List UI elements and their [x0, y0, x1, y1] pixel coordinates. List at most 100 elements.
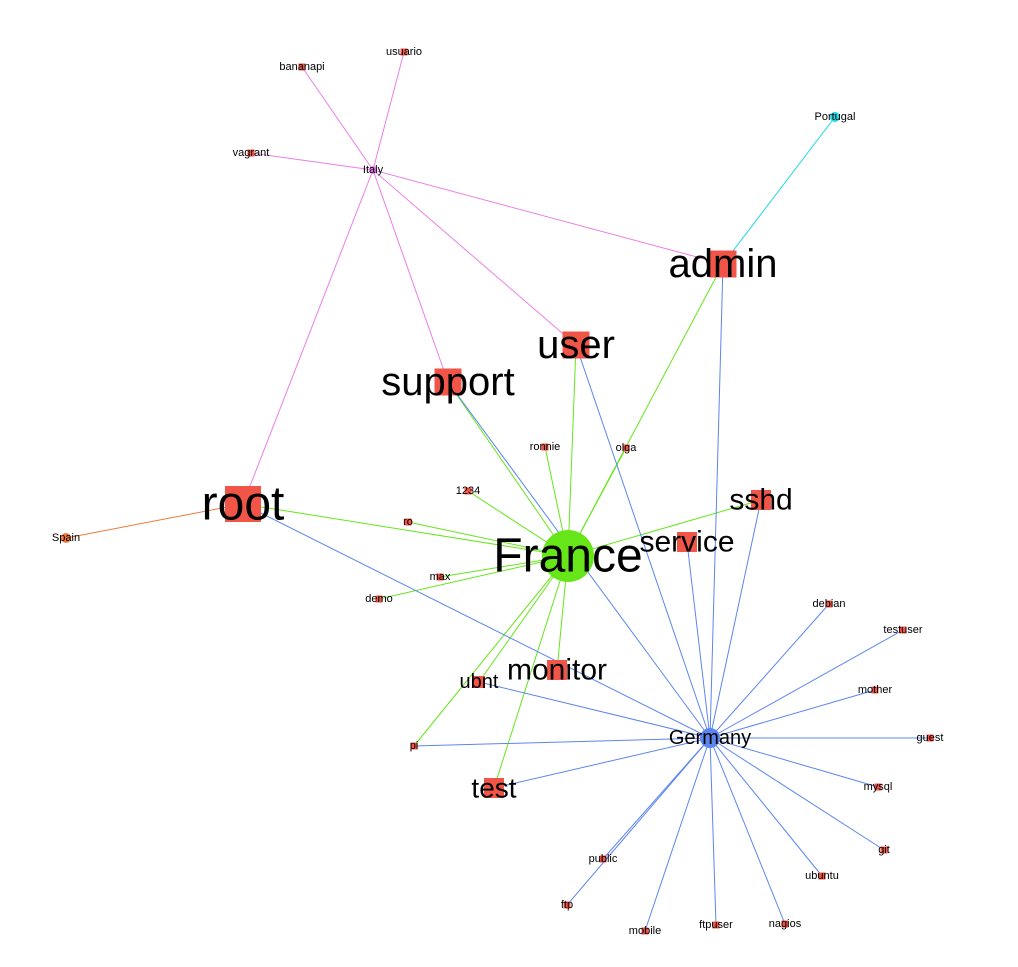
- username-node-support[interactable]: [434, 368, 462, 396]
- edge-germany-mysql: [709, 737, 879, 788]
- username-node-1234[interactable]: [464, 487, 472, 495]
- username-label-ftp: ftp: [561, 899, 573, 911]
- country-node-spain[interactable]: [61, 533, 71, 543]
- username-label-mysql: mysql: [864, 781, 893, 793]
- username-label-ubuntu: ubuntu: [805, 870, 839, 882]
- edge-italy-vagrant: [250, 152, 374, 171]
- username-node-root[interactable]: [225, 486, 261, 522]
- edge-germany-nagios: [709, 737, 786, 925]
- username-label-service: service: [639, 526, 734, 559]
- edge-france-sshd: [567, 499, 762, 557]
- username-node-admin[interactable]: [709, 250, 737, 278]
- edge-france-test: [493, 555, 569, 789]
- country-label-germany: Germany: [669, 727, 751, 749]
- country-node-italy[interactable]: [369, 166, 377, 174]
- username-node-bananapi[interactable]: [298, 63, 306, 71]
- username-label-ubnt: ubnt: [460, 671, 499, 693]
- username-label-debian: debian: [812, 598, 845, 610]
- username-node-guest[interactable]: [926, 734, 934, 742]
- username-label-user: user: [537, 323, 615, 367]
- username-node-pi[interactable]: [410, 742, 418, 750]
- username-label-1234: 1234: [456, 485, 480, 497]
- username-label-mobile: mobile: [629, 925, 661, 937]
- username-label-ronnie: ronnie: [530, 441, 561, 453]
- username-node-user[interactable]: [562, 331, 590, 359]
- edge-italy-bananapi: [301, 66, 374, 171]
- username-node-ro[interactable]: [404, 518, 412, 526]
- edge-germany-ubuntu: [709, 737, 823, 877]
- edge-italy-user: [372, 169, 577, 346]
- username-node-test[interactable]: [484, 778, 504, 798]
- username-label-root: root: [202, 478, 285, 531]
- country-node-germany[interactable]: [700, 728, 720, 748]
- edge-germany-debian: [709, 603, 830, 739]
- username-label-sshd: sshd: [729, 484, 792, 517]
- username-node-olga[interactable]: [622, 444, 630, 452]
- edge-france-support: [447, 381, 569, 557]
- edge-france-user: [567, 344, 577, 557]
- country-label-portugal: Portugal: [815, 111, 856, 123]
- username-node-vagrant[interactable]: [247, 149, 255, 157]
- edge-germany-public: [602, 737, 711, 860]
- username-node-nagios[interactable]: [781, 920, 789, 928]
- edge-italy-admin: [372, 169, 724, 265]
- username-label-ftpuser: ftpuser: [699, 919, 733, 931]
- username-label-admin: admin: [669, 242, 778, 286]
- edges-layer: [65, 51, 930, 932]
- username-node-mother[interactable]: [871, 686, 879, 694]
- country-node-france[interactable]: [542, 530, 594, 582]
- username-node-ubnt[interactable]: [473, 676, 485, 688]
- username-label-testuser: testuser: [883, 624, 922, 636]
- username-node-debian[interactable]: [825, 600, 833, 608]
- edge-france-ro: [407, 521, 569, 557]
- edge-france-demo: [378, 555, 569, 600]
- edge-portugal-admin: [722, 116, 836, 265]
- edge-germany-ftp: [566, 737, 711, 906]
- username-node-max[interactable]: [436, 573, 444, 581]
- username-node-usuario[interactable]: [400, 48, 408, 56]
- username-label-mother: mother: [858, 684, 893, 696]
- country-node-portugal[interactable]: [830, 112, 840, 122]
- edge-germany-mobile: [644, 737, 711, 932]
- username-node-public[interactable]: [599, 855, 607, 863]
- username-node-git[interactable]: [880, 846, 888, 854]
- username-node-mysql[interactable]: [874, 783, 882, 791]
- username-node-ronnie[interactable]: [541, 443, 549, 451]
- username-node-ftpuser[interactable]: [712, 921, 720, 929]
- username-label-monitor: monitor: [507, 654, 607, 687]
- edge-spain-root: [65, 503, 244, 539]
- username-label-git: git: [878, 844, 890, 856]
- username-label-usuario: usuario: [386, 46, 422, 58]
- country-label-italy: Italy: [363, 164, 384, 176]
- edge-italy-root: [242, 169, 374, 505]
- username-label-ro: ro: [403, 516, 413, 528]
- username-label-test: test: [471, 773, 516, 804]
- edge-germany-ftpuser: [709, 737, 717, 926]
- nodes-layer: [61, 48, 934, 935]
- username-label-max: max: [430, 571, 451, 583]
- edge-france-root: [242, 503, 569, 557]
- edge-germany-git: [709, 737, 885, 851]
- username-label-guest: guest: [917, 732, 944, 744]
- edge-germany-mother: [709, 689, 876, 739]
- edge-germany-ubnt: [478, 681, 711, 739]
- username-node-mobile[interactable]: [641, 927, 649, 935]
- country-label-spain: Spain: [52, 532, 80, 544]
- edge-italy-support: [372, 169, 449, 383]
- edge-germany-root: [242, 503, 711, 739]
- username-node-ftp[interactable]: [563, 901, 571, 909]
- username-node-demo[interactable]: [375, 595, 383, 603]
- username-node-service[interactable]: [677, 532, 697, 552]
- edge-germany-test: [493, 737, 711, 789]
- edge-germany-pi: [413, 737, 711, 747]
- username-node-ubuntu[interactable]: [818, 872, 826, 880]
- username-label-pi: pi: [410, 740, 419, 752]
- username-node-testuser[interactable]: [899, 626, 907, 634]
- username-label-vagrant: vagrant: [233, 147, 270, 159]
- labels-layer: FranceGermanyItalySpainPortugalrootadmin…: [52, 46, 944, 937]
- edge-germany-user: [575, 344, 711, 739]
- username-label-nagios: nagios: [769, 918, 802, 930]
- username-node-monitor[interactable]: [547, 660, 567, 680]
- username-node-sshd[interactable]: [751, 490, 771, 510]
